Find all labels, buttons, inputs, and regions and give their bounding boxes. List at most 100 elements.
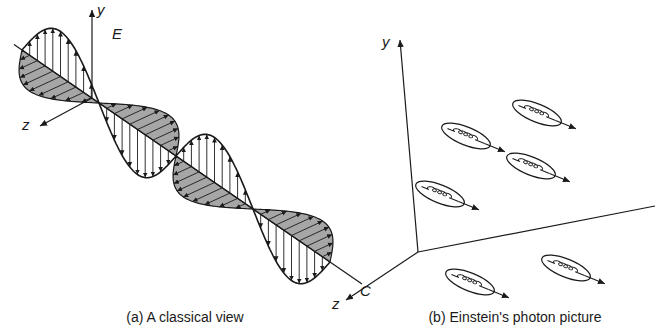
caption: (a) A classical view xyxy=(126,310,243,325)
field-arrow xyxy=(160,145,161,171)
photon-wave xyxy=(447,125,485,143)
field-arrow xyxy=(229,157,230,193)
photon xyxy=(539,250,609,292)
photon-arrow xyxy=(556,120,576,128)
photon xyxy=(504,148,574,190)
field-arrow xyxy=(245,190,246,204)
field-arrow xyxy=(39,82,69,96)
field-arrow xyxy=(307,234,332,246)
photon-wave xyxy=(512,155,550,173)
photon-arrow xyxy=(485,143,505,151)
field-arrow xyxy=(168,151,169,165)
field-arrow xyxy=(122,119,123,155)
photon-wave xyxy=(518,102,556,120)
field-arrow xyxy=(183,183,214,197)
axis-label: z xyxy=(22,117,30,134)
photon-outline xyxy=(539,250,594,286)
field-arrow xyxy=(306,246,307,282)
field-arrow xyxy=(315,243,333,251)
electric-field-curve xyxy=(176,134,253,209)
photon xyxy=(443,264,513,306)
photon xyxy=(413,176,483,218)
field-arrow xyxy=(145,135,146,178)
field-arrow xyxy=(65,92,83,100)
z-axis xyxy=(346,252,418,300)
field-arrow xyxy=(153,128,178,140)
y-axis xyxy=(400,40,418,252)
field-arrow xyxy=(68,39,69,82)
field-arrow xyxy=(29,77,60,91)
photon-arrow xyxy=(459,201,479,209)
field-arrow xyxy=(299,241,300,284)
photon-arrow xyxy=(489,289,509,297)
field-arrow xyxy=(174,172,199,184)
field-arrow xyxy=(284,217,314,231)
field-arrow xyxy=(314,251,315,277)
field-arrow xyxy=(173,167,191,175)
field-arrow xyxy=(193,188,223,202)
field-arrow xyxy=(23,71,53,85)
field-arrow xyxy=(177,177,207,191)
field-arrow xyxy=(122,107,147,119)
field-arrow xyxy=(199,135,200,171)
photon xyxy=(510,95,580,137)
field-arrow xyxy=(168,146,178,150)
photon-arrow xyxy=(550,173,570,181)
photon-illustration xyxy=(413,95,609,306)
field-arrow xyxy=(322,257,323,271)
field-arrow xyxy=(261,210,271,214)
field-arrow xyxy=(260,214,261,228)
field-arrow xyxy=(107,104,117,108)
field-arrow xyxy=(137,130,138,175)
field-arrow xyxy=(268,211,286,219)
field-arrow xyxy=(183,147,184,161)
field-arrow xyxy=(291,236,292,281)
field-arrow xyxy=(268,220,269,246)
field-label: E xyxy=(112,26,122,43)
field-arrow xyxy=(276,225,277,261)
field-arrow xyxy=(214,138,215,183)
field-arrow xyxy=(129,124,130,167)
field-arrow xyxy=(206,134,207,177)
field-arrow xyxy=(299,227,329,241)
field-arrow xyxy=(106,108,107,122)
speed-label: C xyxy=(360,283,371,300)
field-arrow xyxy=(20,55,30,59)
field-arrow xyxy=(60,32,61,77)
field-arrow xyxy=(52,28,53,71)
field-arrow xyxy=(237,172,238,198)
y-axis xyxy=(91,10,92,98)
wave-illustration xyxy=(14,28,362,284)
field-arrow xyxy=(174,161,184,165)
field-arrow xyxy=(83,66,84,92)
electric-field-curve xyxy=(99,103,176,178)
field-arrow xyxy=(161,137,179,145)
field-arrow xyxy=(283,230,284,273)
caption: (b) Einstein's photon picture xyxy=(428,310,601,325)
field-arrow xyxy=(219,198,237,206)
field-arrow xyxy=(29,41,30,55)
field-arrow xyxy=(322,252,332,256)
photon-outline xyxy=(439,118,494,154)
photon-wave xyxy=(547,257,585,275)
field-arrow xyxy=(205,193,230,205)
photon-outline xyxy=(510,95,565,131)
x-axis xyxy=(418,206,655,252)
z-axis xyxy=(40,98,92,126)
axis-label: z xyxy=(332,296,340,313)
field-arrow xyxy=(20,66,45,78)
field-arrow xyxy=(75,51,76,87)
photon-wave xyxy=(451,271,489,289)
field-arrow xyxy=(45,29,46,65)
photon-arrow xyxy=(585,275,605,283)
field-arrow xyxy=(152,140,153,176)
field-arrow xyxy=(236,204,246,208)
photon xyxy=(439,118,509,160)
field-arrow xyxy=(37,34,38,60)
axis-label: y xyxy=(97,2,105,19)
photon-outline xyxy=(443,264,498,300)
field-arrow xyxy=(292,221,323,235)
electric-field-curve xyxy=(253,209,330,284)
field-arrow xyxy=(51,87,76,99)
